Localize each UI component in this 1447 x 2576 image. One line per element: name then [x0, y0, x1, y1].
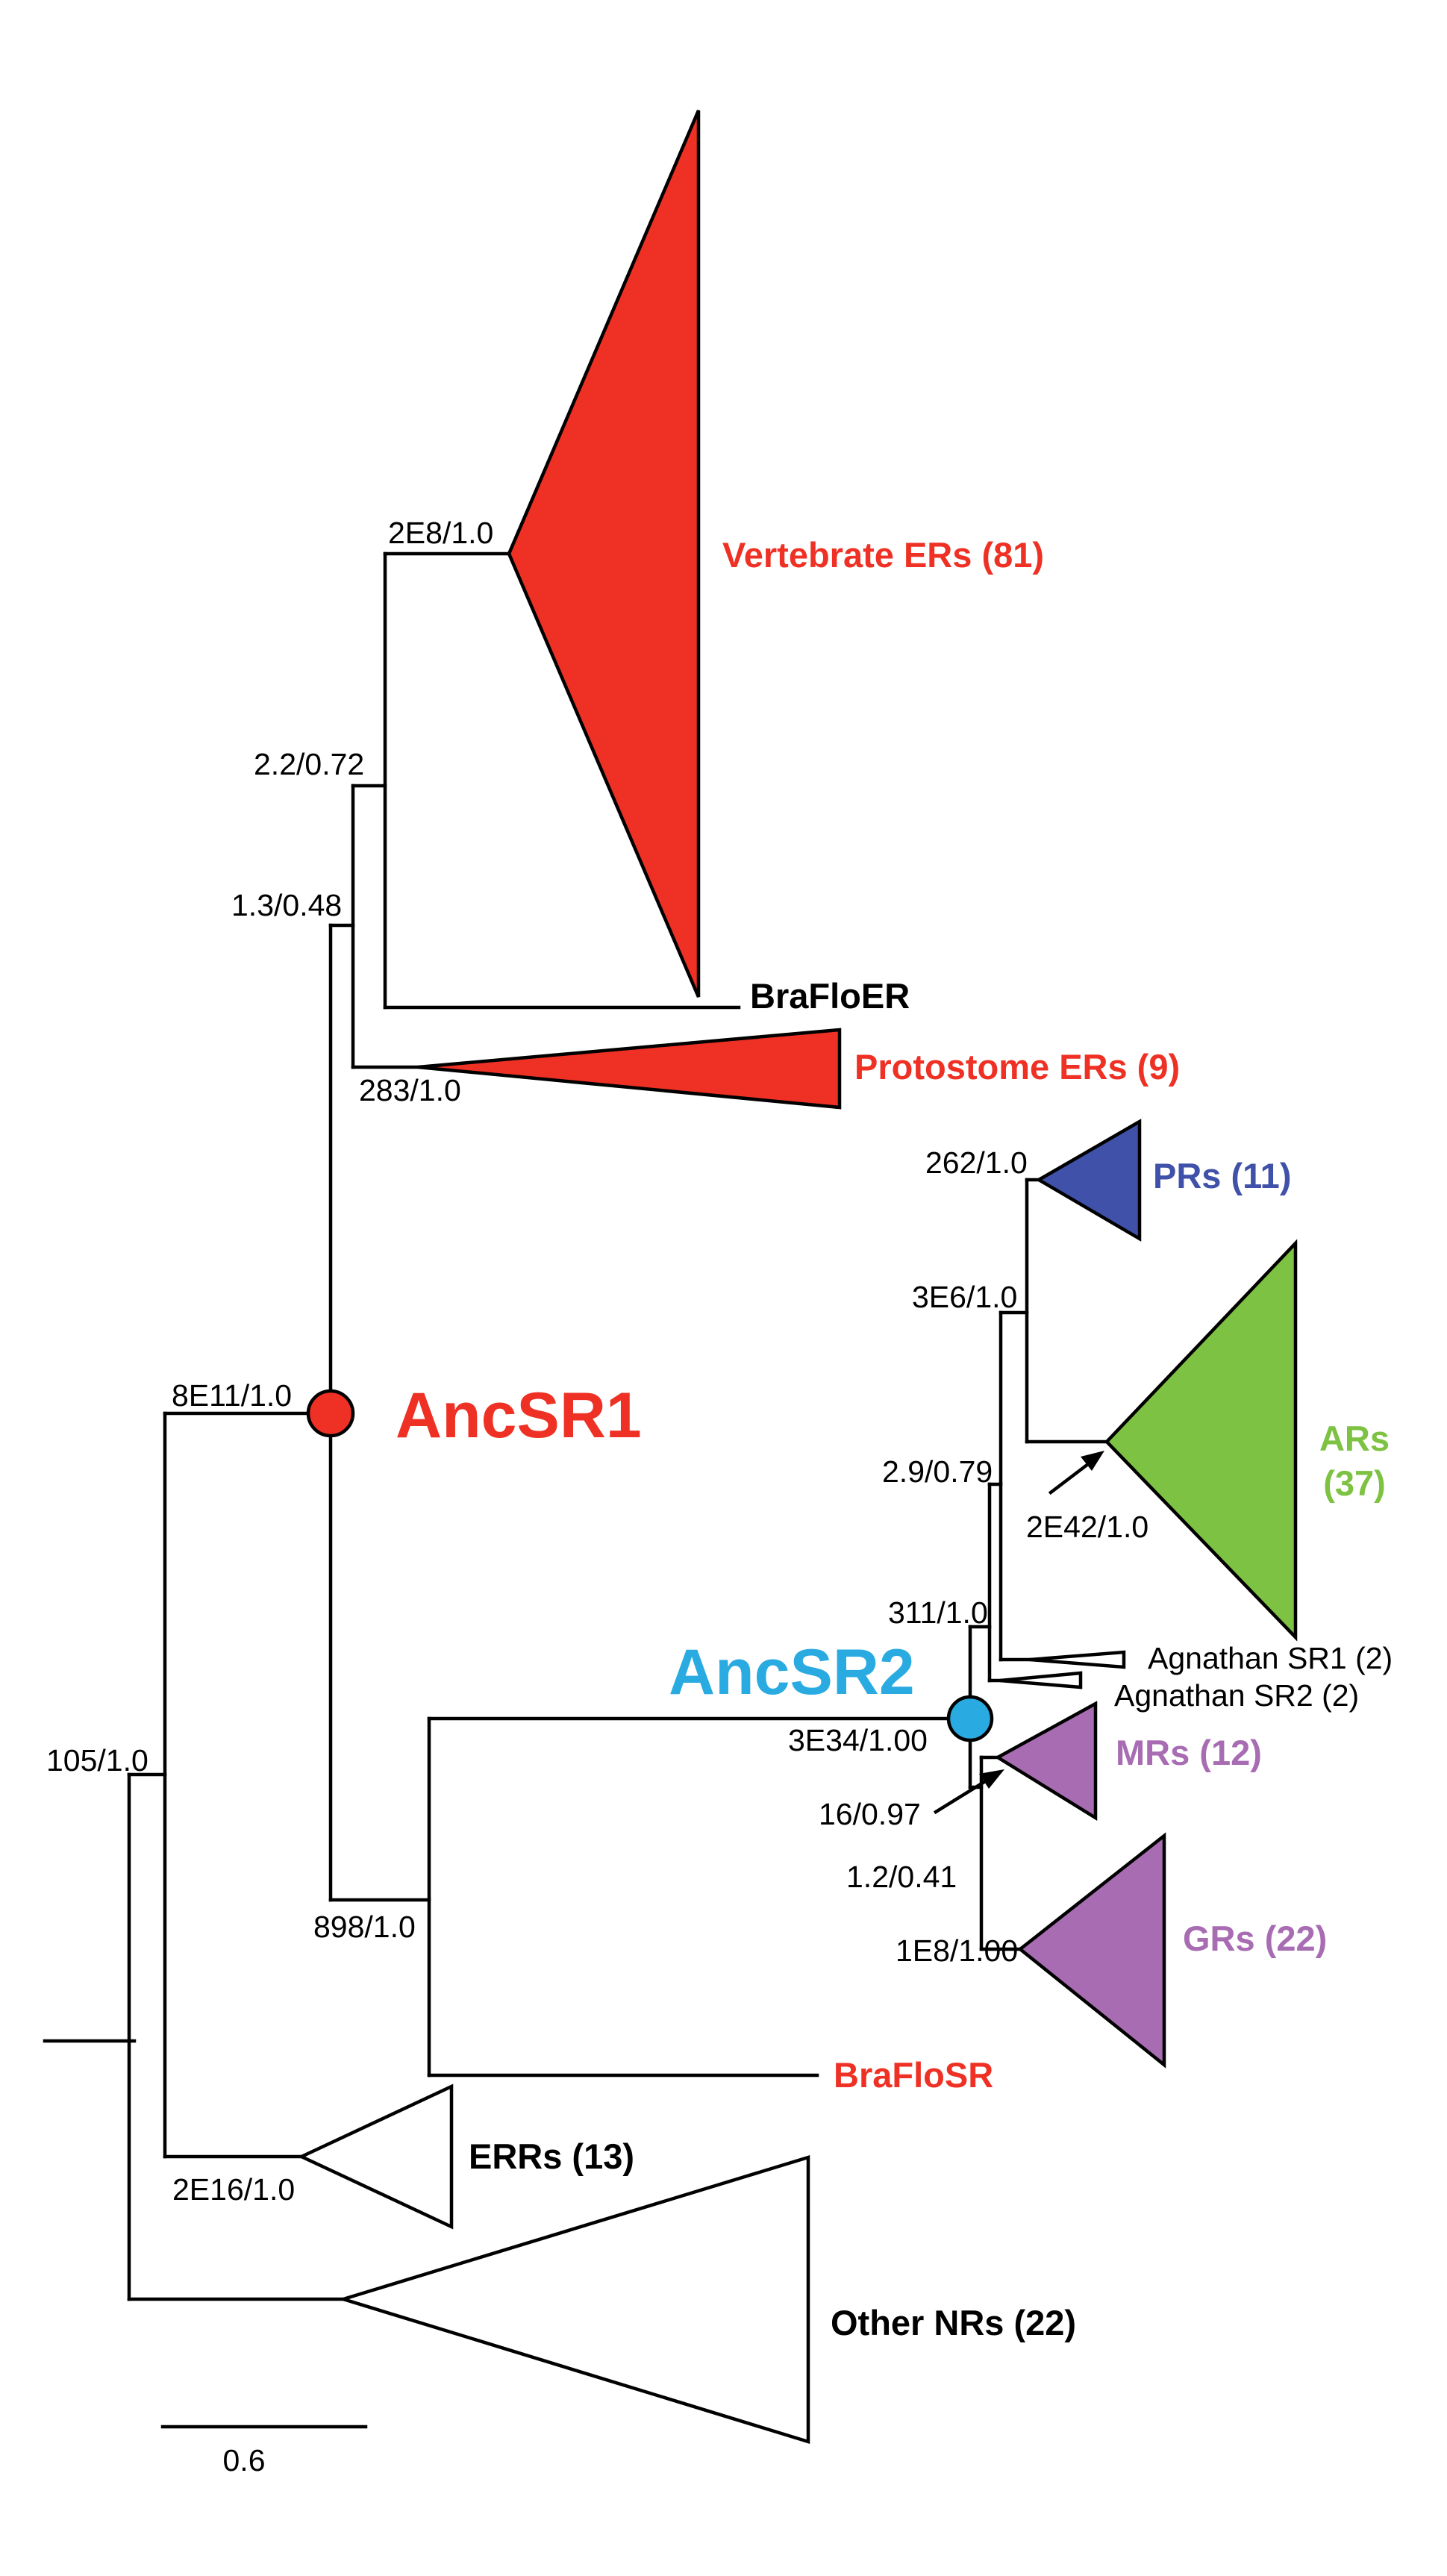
ancsr2-node-marker[interactable]: [946, 1695, 994, 1742]
protostome-ers-triangle: [417, 1028, 842, 1110]
agnathan-sr2-label: Agnathan SR2 (2): [1114, 1678, 1359, 1713]
support-label: 1.2/0.41: [846, 1860, 957, 1894]
ars-triangle: [1104, 1239, 1298, 1642]
support-label: 3E34/1.00: [788, 1723, 928, 1757]
support-label: 2E16/1.0: [172, 2172, 295, 2207]
vertebrate-ers-triangle: [507, 110, 701, 998]
grs-label: GRs (22): [1183, 1919, 1327, 1958]
vertebrate-ers-label: Vertebrate ERs (81): [722, 535, 1044, 575]
agnathan-sr1-label: Agnathan SR1 (2): [1148, 1641, 1393, 1675]
support-label: 2E8/1.0: [388, 516, 493, 550]
support-label: 3E6/1.0: [912, 1280, 1017, 1314]
support-label: 1E8/1.00: [896, 1933, 1018, 1968]
annotation-arrows: [933, 1451, 1104, 1815]
arrow-16-shaft: [933, 1778, 990, 1815]
other-nrs-label: Other NRs (22): [831, 2303, 1076, 2342]
support-label: 262/1.0: [925, 1145, 1028, 1180]
support-label: 2.9/0.79: [882, 1454, 993, 1489]
collapsed-clades: [297, 110, 1298, 2445]
braflo-sr-label: BraFloSR: [834, 2055, 993, 2095]
ancsr1-label: AncSR1: [396, 1380, 642, 1451]
protostome-ers-label: Protostome ERs (9): [854, 1047, 1180, 1087]
support-label: 898/1.0: [313, 1910, 416, 1944]
support-label: 16/0.97: [819, 1797, 921, 1831]
scale-bar-label: 0.6: [223, 2443, 266, 2477]
ars-label-line1: ARs: [1319, 1419, 1390, 1458]
tree-branches: [43, 551, 1109, 2301]
mrs-label: MRs (12): [1116, 1733, 1262, 1772]
support-label: 1.3/0.48: [231, 888, 342, 922]
errs-triangle: [297, 2083, 454, 2230]
support-label: 105/1.0: [46, 1743, 149, 1778]
mrs-triangle: [994, 1701, 1098, 1822]
support-label: 2E42/1.0: [1026, 1510, 1148, 1544]
support-label: 8E11/1.0: [172, 1378, 292, 1413]
support-label: 2.2/0.72: [254, 747, 364, 781]
agnathan-sr2-triangle: [999, 1671, 1083, 1689]
arrow-16-head: [979, 1769, 1004, 1789]
errs-label: ERRs (13): [469, 2136, 634, 2176]
agnathan-sr1-triangle: [1029, 1650, 1126, 1669]
prs-label: PRs (11): [1153, 1156, 1291, 1195]
other-nrs-triangle: [337, 2154, 810, 2445]
arrow-2e42-shaft: [1048, 1461, 1091, 1495]
grs-triangle: [1017, 1832, 1166, 2069]
ancsr2-label: AncSR2: [669, 1636, 915, 1708]
arrow-2e42-head: [1081, 1451, 1104, 1471]
support-label: 311/1.0: [888, 1595, 988, 1630]
prs-triangle: [1035, 1119, 1142, 1242]
support-values: 2E8/1.0 2.2/0.72 1.3/0.48 283/1.0 262/1.…: [46, 516, 1148, 2207]
braflo-er-label: BraFloER: [750, 976, 910, 1016]
ars-label-line2: (37): [1323, 1463, 1386, 1503]
ancsr1-node-marker[interactable]: [306, 1389, 355, 1438]
support-label: 283/1.0: [359, 1073, 461, 1107]
